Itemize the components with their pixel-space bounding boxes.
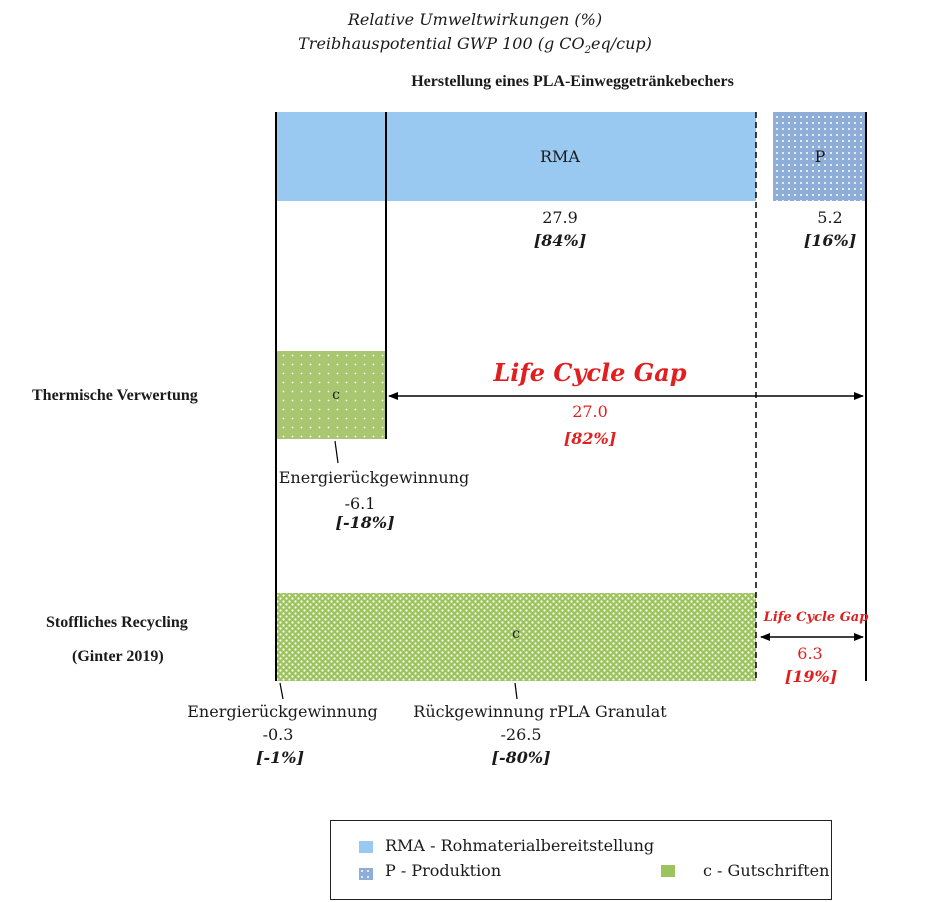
legend-swatch-p <box>359 865 373 880</box>
thermal-gap-value: 27.0 <box>572 402 608 421</box>
recycling-energy-value: -0.3 <box>262 725 294 744</box>
legend-swatch-rma <box>359 841 373 853</box>
thermal-gap-percent: [82%] <box>563 429 617 448</box>
rma-value: 27.9 <box>542 208 578 227</box>
p-percent: [16%] <box>803 231 857 250</box>
recycling-granulat-percent: [-80%] <box>491 748 551 767</box>
indicator-prefix: Treibhauspotential GWP 100 (g CO <box>298 34 585 53</box>
legend-swatch-c <box>661 865 675 877</box>
bar-rma <box>276 112 756 201</box>
legend-label-p: P - Produktion <box>385 861 502 880</box>
chart-subtitle-units: Relative Umweltwirkungen (%) <box>347 10 603 29</box>
rma-bar-label: RMA <box>540 147 580 166</box>
legend-label-c: c - Gutschriften <box>703 861 830 880</box>
chart-title: Herstellung eines PLA-Einweggetränkebech… <box>411 73 734 90</box>
thermal-credit-value: -6.1 <box>344 494 376 513</box>
thermal-gap-title: Life Cycle Gap <box>493 358 687 387</box>
recycling-gap-percent: [19%] <box>784 667 838 686</box>
thermal-credit-percent: [-18%] <box>335 513 395 532</box>
recycling-gap-value: 6.3 <box>797 644 823 663</box>
p-value: 5.2 <box>817 208 843 227</box>
legend-swatch-p-pattern <box>359 868 373 880</box>
row-label-thermal: Thermische Verwertung <box>32 387 198 404</box>
bar-recycling-credit <box>276 593 756 681</box>
recycling-granulat-name: Rückgewinnung rPLA Granulat <box>413 702 667 721</box>
legend: RMA - Rohmaterialbereitstellung P - Prod… <box>330 820 832 900</box>
thermal-credit-name: Energierückgewinnung <box>278 468 470 487</box>
legend-label-rma: RMA - Rohmaterialbereitstellung <box>385 836 655 855</box>
recycling-gap-title: Life Cycle Gap <box>763 610 869 625</box>
bar-p <box>773 112 866 201</box>
recycling-energy-leader <box>279 682 284 700</box>
thermal-credit-label: c <box>332 387 340 403</box>
indicator-suffix: eq/cup) <box>591 34 652 53</box>
thermal-credit-leader <box>334 440 339 464</box>
recycling-energy-percent: [-1%] <box>255 748 305 767</box>
recycling-credit-label: c <box>512 626 520 642</box>
row-label-recycling: Stoffliches Recycling <box>46 614 188 631</box>
indicator-subscript: 2 <box>584 45 592 57</box>
rma-percent: [84%] <box>533 231 587 250</box>
p-bar-label: P <box>814 147 826 166</box>
recycling-energy-name: Energierückgewinnung <box>187 702 378 721</box>
recycling-granulat-value: -26.5 <box>500 725 542 744</box>
bar-thermal-credit <box>276 351 386 439</box>
chart-subtitle-indicator: Treibhauspotential GWP 100 (g CO2eq/cup) <box>0 34 950 56</box>
row-label-recycling-source: (Ginter 2019) <box>72 648 164 665</box>
recycling-granulat-leader <box>514 682 518 700</box>
